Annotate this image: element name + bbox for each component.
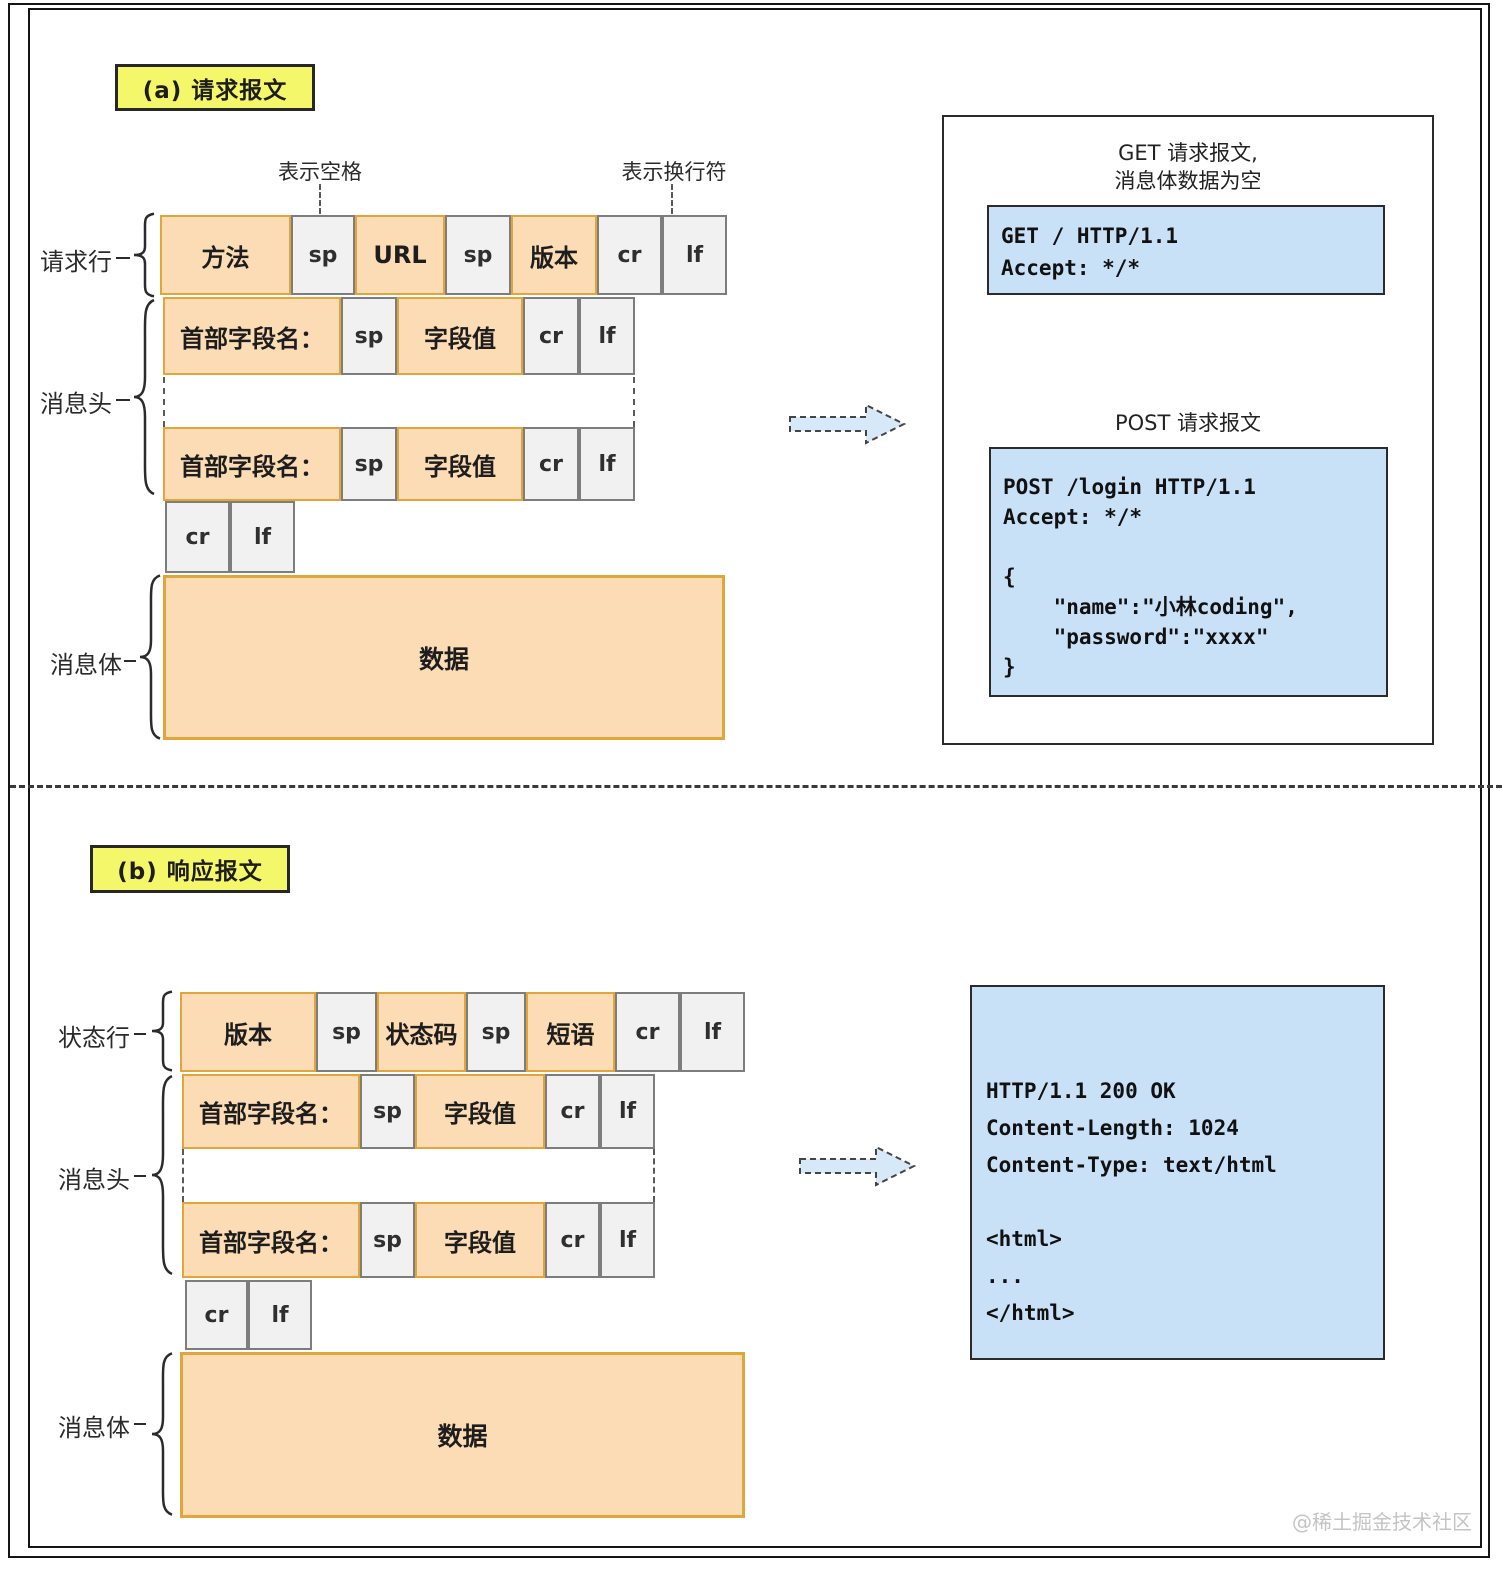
- cell-status-code: 状态码: [377, 992, 466, 1072]
- tick-body-a: [124, 660, 136, 662]
- section-b-title: (b) 响应报文: [90, 845, 290, 893]
- cell-sp: sp: [341, 297, 397, 375]
- cell-version: 版本: [511, 215, 597, 295]
- cell-lf: lf: [600, 1202, 655, 1278]
- cell-phrase: 短语: [526, 992, 615, 1072]
- annotation-space-pointer-line: [319, 184, 321, 214]
- label-status-line: 状态行: [58, 1024, 130, 1052]
- cell-header-name: 首部字段名：: [182, 1202, 360, 1278]
- brace-body-a: [136, 572, 162, 742]
- cell-cr: cr: [185, 1280, 248, 1350]
- cell-lf: lf: [230, 501, 295, 573]
- request-example-panel: GET 请求报文, 消息体数据为空 GET / HTTP/1.1 Accept:…: [942, 115, 1434, 745]
- header-row-2b: 首部字段名： sp 字段值 cr lf: [182, 1202, 655, 1278]
- gap-dashed-line-left-a: [163, 377, 165, 427]
- cell-lf: lf: [662, 215, 727, 295]
- post-request-codebox: POST /login HTTP/1.1 Accept: */* { "name…: [989, 447, 1388, 697]
- cell-url: URL: [355, 215, 445, 295]
- message-body-box-b: 数据: [180, 1352, 745, 1518]
- cell-cr: cr: [597, 215, 662, 295]
- cell-sp: sp: [360, 1074, 415, 1149]
- blank-line-row-b: cr lf: [185, 1280, 312, 1350]
- cell-lf: lf: [579, 297, 635, 375]
- cell-header-name: 首部字段名：: [182, 1074, 360, 1149]
- annotation-newline-pointer-line: [671, 184, 673, 214]
- get-example-title: GET 请求报文, 消息体数据为空: [1114, 141, 1262, 193]
- get-request-code: GET / HTTP/1.1 Accept: */*: [1001, 224, 1179, 280]
- cell-lf: lf: [579, 427, 635, 501]
- cell-cr: cr: [523, 427, 579, 501]
- cell-method: 方法: [160, 215, 291, 295]
- cell-sp: sp: [360, 1202, 415, 1278]
- cell-version: 版本: [180, 992, 316, 1072]
- cell-lf: lf: [248, 1280, 312, 1350]
- cell-cr: cr: [615, 992, 680, 1072]
- annotation-space-label: 表示空格: [278, 160, 362, 184]
- cell-header-name: 首部字段名：: [163, 297, 341, 375]
- response-code: HTTP/1.1 200 OK Content-Length: 1024 Con…: [986, 1079, 1277, 1325]
- tick-status-line: [134, 1033, 146, 1035]
- section-separator: [10, 785, 1502, 788]
- cell-cr: cr: [545, 1202, 600, 1278]
- outer-frame: [8, 3, 1490, 1558]
- cell-sp: sp: [316, 992, 377, 1072]
- brace-body-b: [148, 1350, 174, 1518]
- brace-status-line: [148, 990, 174, 1072]
- cell-sp: sp: [466, 992, 526, 1072]
- gap-dashed-line-right-b: [653, 1149, 655, 1202]
- brace-request-line: [130, 212, 156, 298]
- cell-header-name: 首部字段名：: [163, 427, 341, 501]
- cell-header-value: 字段值: [397, 427, 523, 501]
- tick-body-b: [134, 1423, 146, 1425]
- blank-line-row-a: cr lf: [165, 501, 295, 573]
- cell-cr: cr: [545, 1074, 600, 1149]
- gap-dashed-line-right-a: [633, 377, 635, 427]
- cell-cr: cr: [165, 501, 230, 573]
- label-body-b: 消息体: [58, 1414, 130, 1442]
- cell-header-value: 字段值: [415, 1202, 545, 1278]
- label-headers-b: 消息头: [58, 1166, 130, 1194]
- tick-headers-a: [116, 399, 130, 401]
- post-request-code: POST /login HTTP/1.1 Accept: */* { "name…: [1003, 475, 1298, 679]
- inner-frame: [28, 8, 1482, 1548]
- message-body-box-a: 数据: [163, 575, 725, 740]
- label-headers-a: 消息头: [40, 390, 112, 418]
- request-line-row: 方法 sp URL sp 版本 cr lf: [160, 215, 727, 295]
- cell-header-value: 字段值: [397, 297, 523, 375]
- cell-sp: sp: [341, 427, 397, 501]
- right-arrow-a: [789, 403, 907, 445]
- brace-headers-a: [130, 296, 156, 498]
- get-request-codebox: GET / HTTP/1.1 Accept: */*: [987, 205, 1385, 295]
- cell-lf: lf: [600, 1074, 655, 1149]
- tick-headers-b: [134, 1175, 146, 1177]
- cell-sp: sp: [445, 215, 511, 295]
- status-line-row: 版本 sp 状态码 sp 短语 cr lf: [180, 992, 745, 1072]
- cell-sp: sp: [291, 215, 355, 295]
- header-row-2a: 首部字段名： sp 字段值 cr lf: [163, 427, 635, 501]
- tick-request-line: [116, 257, 130, 259]
- annotation-newline-label: 表示换行符: [621, 160, 727, 184]
- section-a-title: (a) 请求报文: [115, 64, 315, 111]
- cell-cr: cr: [523, 297, 579, 375]
- label-request-line: 请求行: [40, 248, 112, 276]
- brace-headers-b: [148, 1072, 174, 1278]
- post-example-title: POST 请求报文: [1114, 411, 1262, 435]
- cell-lf: lf: [680, 992, 745, 1072]
- gap-dashed-line-left-b: [182, 1149, 184, 1202]
- header-row-1a: 首部字段名： sp 字段值 cr lf: [163, 297, 635, 375]
- label-body-a: 消息体: [50, 651, 122, 679]
- header-row-1b: 首部字段名： sp 字段值 cr lf: [182, 1074, 655, 1149]
- cell-header-value: 字段值: [415, 1074, 545, 1149]
- right-arrow-b: [799, 1145, 917, 1187]
- response-codebox: HTTP/1.1 200 OK Content-Length: 1024 Con…: [970, 985, 1385, 1360]
- watermark: @稀土掘金技术社区: [1292, 1510, 1472, 1534]
